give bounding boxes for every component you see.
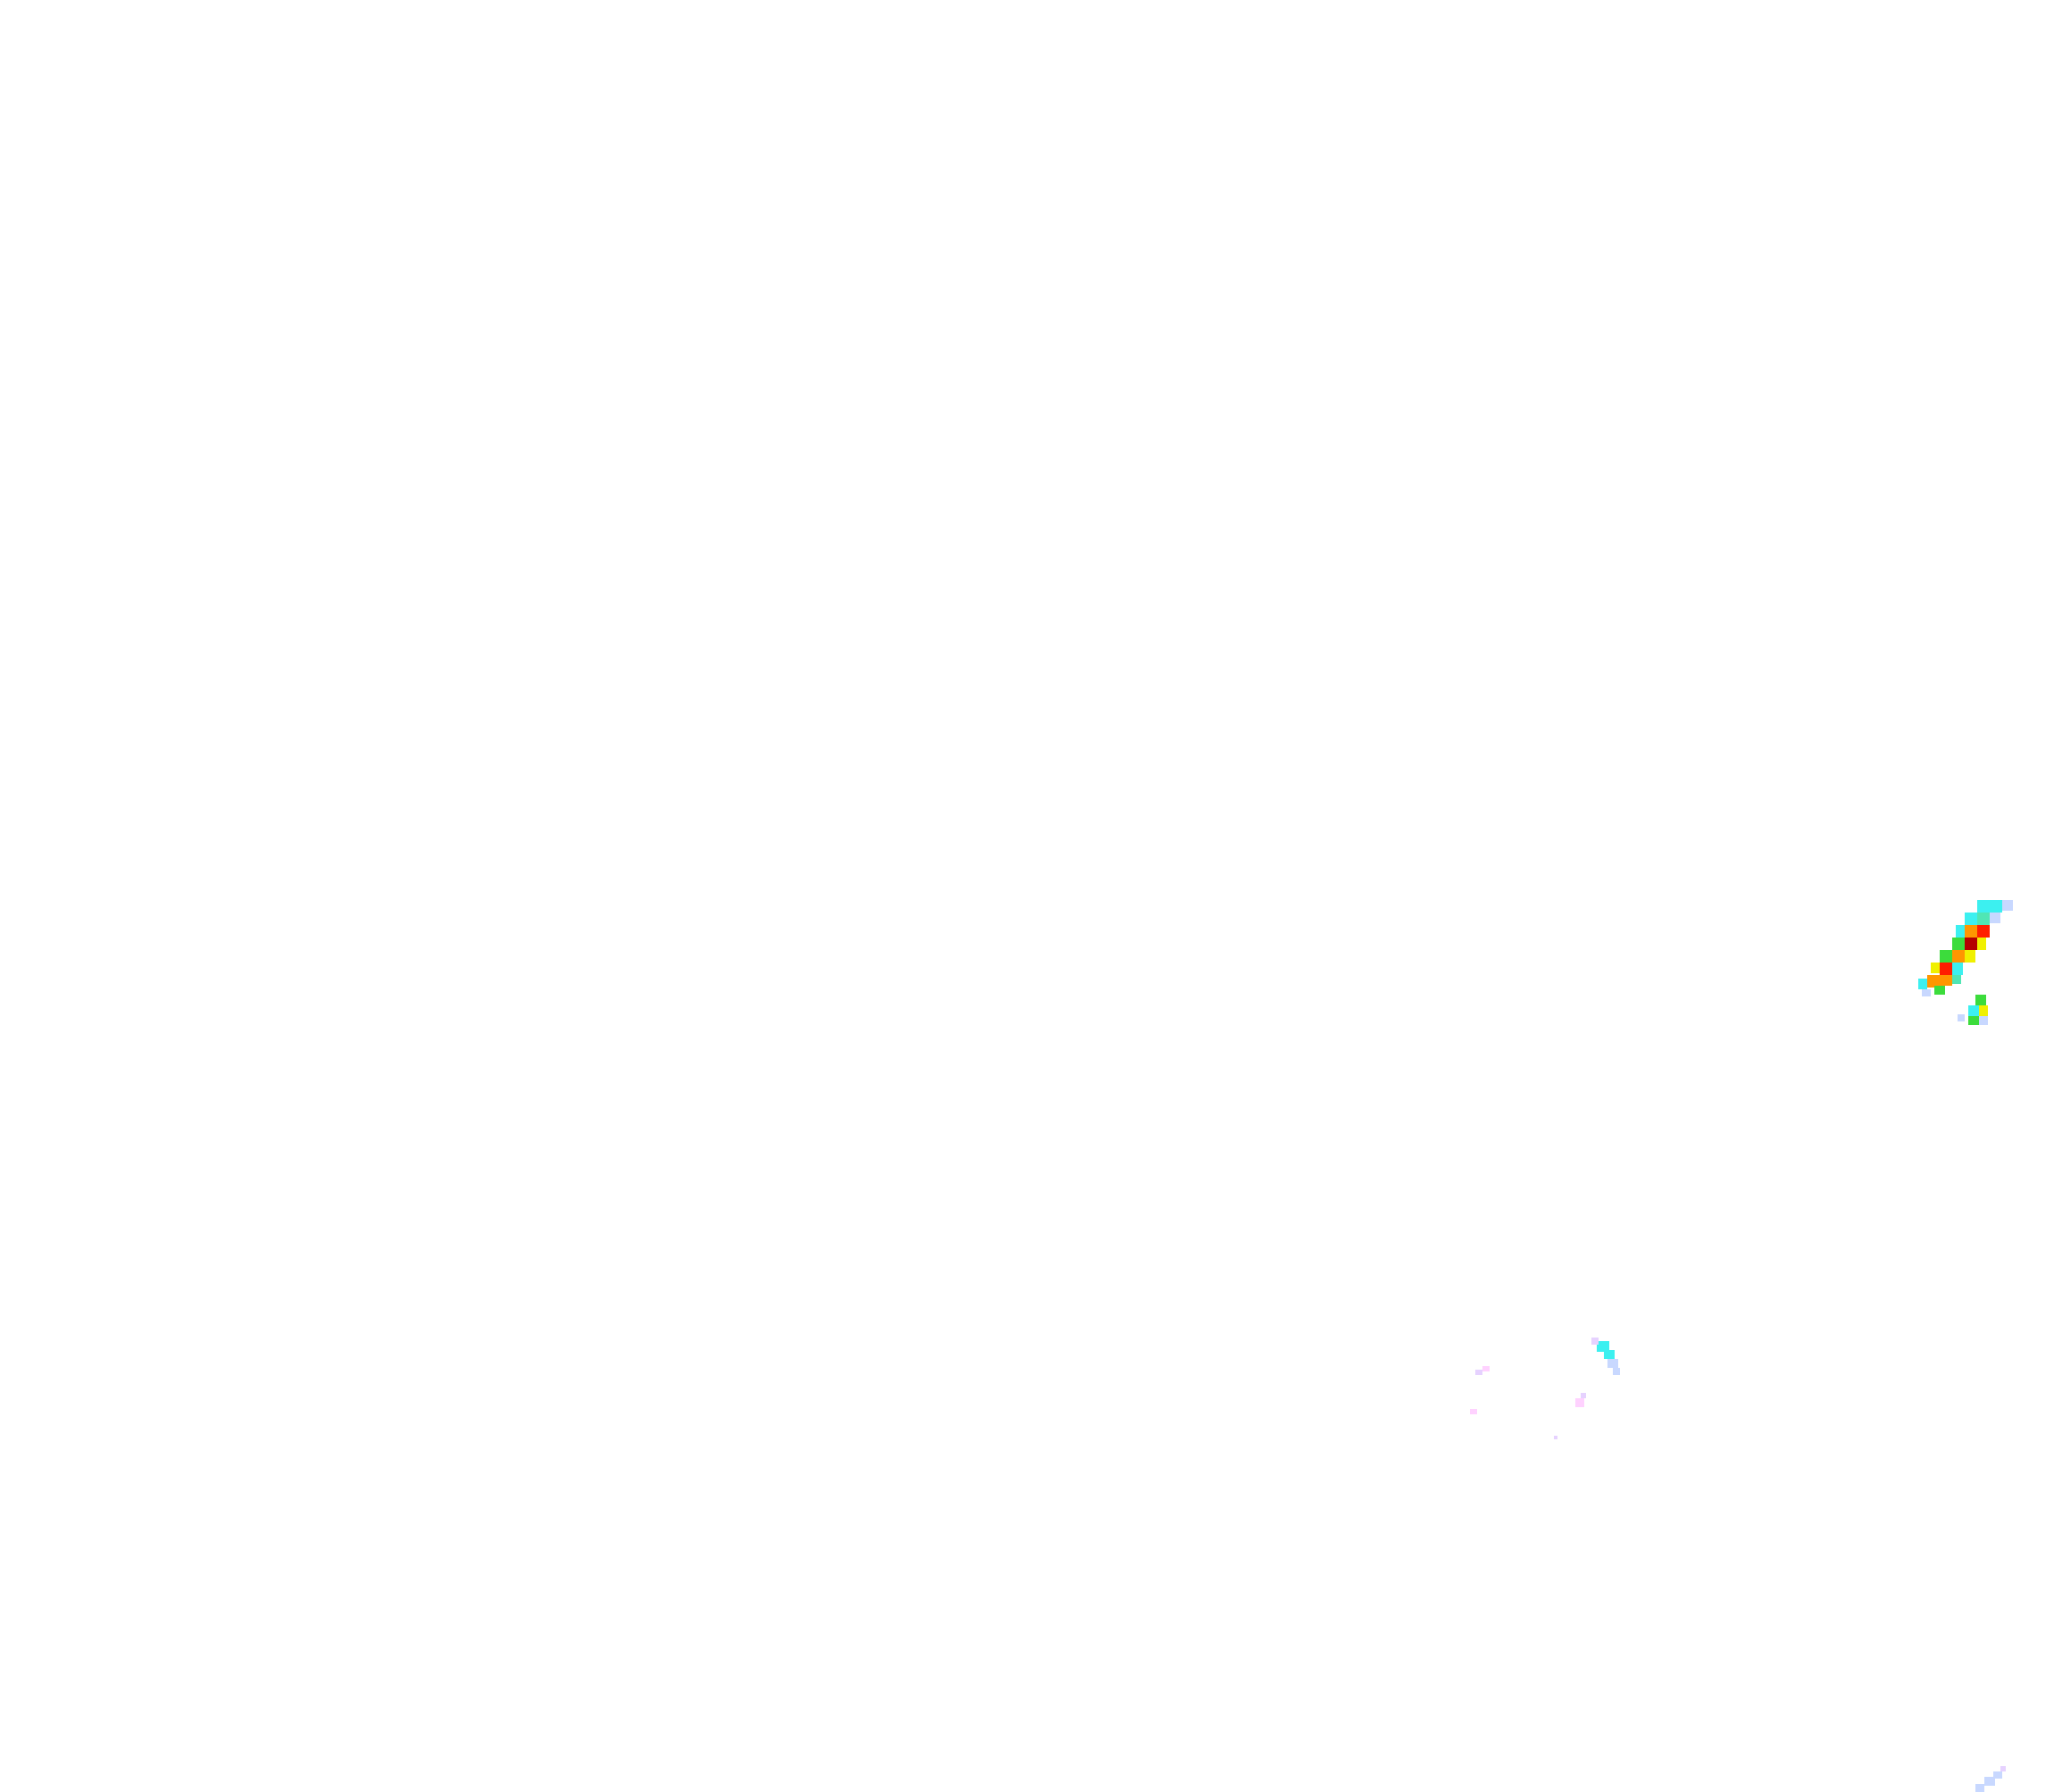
echo-pixel [1975,1784,1984,1792]
echo-pixel [1979,1005,1988,1016]
echo-pixel [1918,979,1927,989]
echo-pixel [1956,925,1965,938]
echo-pixel [1977,938,1986,950]
light-echo-cluster [1470,1338,1620,1439]
echo-pixel [1977,900,1990,913]
echo-pixel [1968,1016,1979,1025]
echo-pixel [1965,950,1975,963]
echo-pixel [1922,989,1931,996]
echo-pixel [1975,995,1986,1005]
echo-pixel [1591,1338,1599,1345]
echo-pixel [1597,1341,1609,1352]
storm-cell-strong [1918,900,2013,996]
echo-pixel [1475,1370,1482,1375]
echo-pixel [1470,1409,1477,1414]
echo-pixel [1958,1014,1965,1021]
echo-pixel [1581,1393,1586,1398]
echo-pixel [1968,1005,1979,1016]
echo-pixel [1940,963,1952,975]
echo-pixel [1965,925,1977,938]
echo-pixel [1990,900,2002,913]
echo-pixel [1575,1398,1584,1407]
echo-pixel [1607,1359,1618,1368]
echo-pixel [1965,938,1977,950]
echo-pixel [1940,950,1952,963]
echo-pixel [1977,925,1990,938]
echo-pixel [1952,938,1965,950]
storm-cell-small [1958,995,1988,1025]
echo-pixel [1952,963,1963,975]
echo-pixel [1993,1771,2002,1779]
echo-pixel [1979,1016,1988,1025]
echo-pixel [2002,900,2013,911]
echo-pixel [1482,1366,1490,1371]
echo-pixel [1554,1436,1557,1439]
echo-pixel [1990,913,2000,923]
echo-pixel [1952,975,1961,984]
echo-pixel [1952,950,1965,963]
echo-pixel [1984,1777,1995,1786]
echo-pixel [1977,913,1990,925]
echo-pixel [1613,1368,1620,1375]
echo-pixel [1931,963,1940,973]
edge-echo [1975,1766,2006,1792]
echo-pixel [1604,1350,1615,1359]
echo-pixel [1934,986,1945,995]
echo-pixel [1965,913,1977,925]
echo-pixel [2000,1766,2006,1771]
echo-pixel [1940,975,1952,986]
echo-pixel [1927,975,1940,988]
